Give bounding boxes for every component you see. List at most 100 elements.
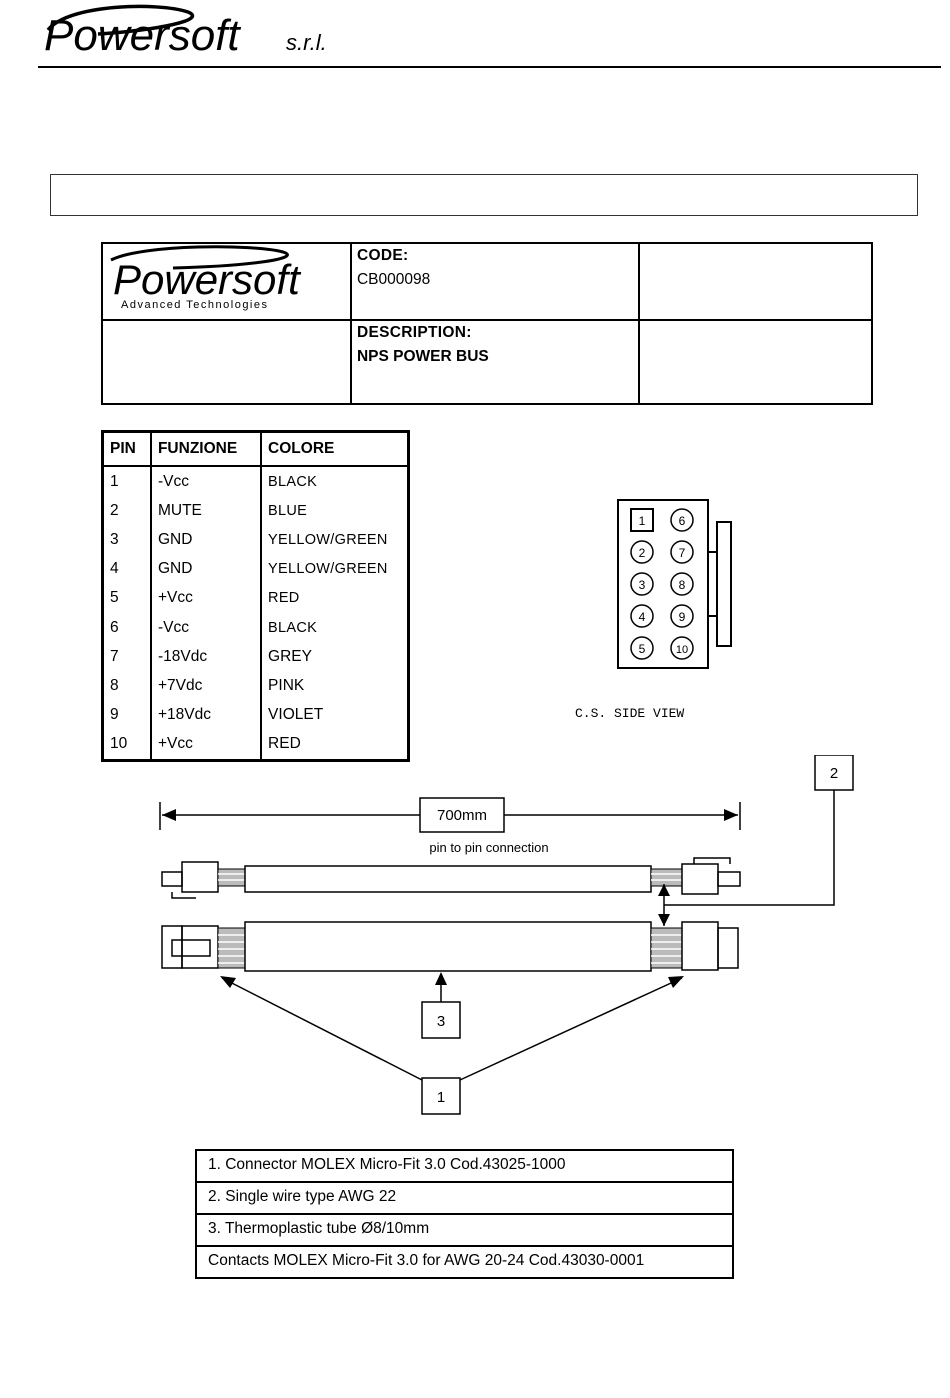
pin-number: 4 (101, 554, 152, 584)
pin-label: 10 (676, 644, 688, 656)
callout-1-label: 1 (437, 1089, 445, 1106)
pin-circle (630, 540, 654, 564)
pin-number: 10 (101, 729, 152, 761)
code-cell: CODE: CB000098 (349, 242, 641, 321)
connection-label: pin to pin connection (429, 840, 548, 855)
description-label: DESCRIPTION: (356, 324, 472, 341)
table-row: 2. Single wire type AWG 22 (195, 1181, 734, 1215)
cable-drawing: 700mm pin to pin connection (159, 755, 854, 1115)
pin-function: +Vcc (149, 729, 263, 761)
pin-color: YELLOW/GREEN (260, 525, 410, 555)
pin-function: -Vcc (149, 466, 263, 497)
pin-label: 8 (679, 578, 686, 592)
pin-circle (630, 604, 654, 628)
pin-color: PINK (260, 671, 410, 701)
pin-circle (670, 636, 694, 660)
pin-1-square (630, 508, 654, 532)
pin-circle (670, 508, 694, 532)
pin-function: GND (149, 525, 263, 555)
pin-number: 6 (101, 612, 152, 643)
pin-number: 1 (101, 466, 152, 497)
code-extra-cell (638, 242, 873, 321)
code-logo-tagline: Advanced Technologies (121, 299, 269, 311)
pin-color: RED (260, 583, 410, 613)
table-row: 3. Thermoplastic tube Ø8/10mm (195, 1213, 734, 1247)
pin-number: 8 (101, 671, 152, 701)
length-label: 700mm (437, 807, 487, 824)
pin-circle (670, 572, 694, 596)
pin-label: 7 (679, 546, 686, 560)
pin-label: 5 (639, 642, 646, 656)
code-logo-cell: Powersoft Advanced Technologies (101, 242, 352, 321)
connector-body (617, 499, 709, 669)
pin-color: VIOLET (260, 700, 410, 730)
code-logo-wordmark: Powersoft (113, 256, 302, 303)
connector-latch (716, 521, 732, 647)
pin-number: 2 (101, 496, 152, 526)
header-rule (38, 66, 941, 68)
pin-color: GREY (260, 642, 410, 672)
pin-header: PIN (101, 430, 152, 467)
parts-item: 2. Single wire type AWG 22 (195, 1181, 734, 1215)
pin-number: 9 (101, 700, 152, 730)
callout-3-label: 3 (437, 1013, 445, 1030)
pin-label: 9 (679, 610, 686, 624)
pin-circle (630, 636, 654, 660)
title-box (50, 174, 918, 216)
pin-label: 2 (639, 546, 646, 560)
code-value: CB000098 (356, 271, 431, 288)
pin-circle (670, 540, 694, 564)
table-row: 1. Connector MOLEX Micro-Fit 3.0 Cod.430… (195, 1149, 734, 1183)
code-table: Powersoft Advanced Technologies CODE: CB… (101, 242, 873, 405)
table-row: Contacts MOLEX Micro-Fit 3.0 for AWG 20-… (195, 1245, 734, 1279)
callout-2-label: 2 (830, 765, 838, 782)
pin-label: 6 (679, 514, 686, 528)
pin-label: 3 (639, 578, 646, 592)
logo-wordmark: Powersoft (44, 11, 241, 60)
powersoft-logo: Powersoft s.r.l. (44, 4, 327, 60)
pin-function: MUTE (149, 496, 263, 526)
parts-item: 1. Connector MOLEX Micro-Fit 3.0 Cod.430… (195, 1149, 734, 1183)
pin-function: GND (149, 554, 263, 584)
desc-empty-cell (101, 319, 352, 405)
length-label-box (419, 797, 505, 833)
parts-item: 3. Thermoplastic tube Ø8/10mm (195, 1213, 734, 1247)
pin-function: +7Vdc (149, 671, 263, 701)
upper-cable (161, 857, 741, 899)
pin-circle (670, 604, 694, 628)
side-view-caption: C.S. SIDE VIEW (575, 706, 685, 721)
pin-label: 4 (639, 610, 646, 624)
pin-label: 1 (639, 514, 646, 528)
pin-number: 5 (101, 583, 152, 613)
pin-function: -18Vdc (149, 642, 263, 672)
pin-function: +18Vdc (149, 700, 263, 730)
pin-function: +Vcc (149, 583, 263, 613)
pin-color: RED (260, 729, 410, 761)
pin-circle (630, 572, 654, 596)
parts-list-table: 1. Connector MOLEX Micro-Fit 3.0 Cod.430… (195, 1149, 734, 1279)
color-header: COLORE (260, 430, 410, 467)
callout-1-box (421, 1077, 461, 1115)
lower-cable (161, 921, 739, 972)
pin-color: BLUE (260, 496, 410, 526)
pin-function: -Vcc (149, 612, 263, 643)
pin-color: YELLOW/GREEN (260, 554, 410, 584)
pin-number: 7 (101, 642, 152, 672)
callout-3-box (421, 1001, 461, 1039)
pin-number: 3 (101, 525, 152, 555)
connector-side-view: 1 2 3 4 5 6 7 8 9 10 (617, 499, 732, 669)
pin-color: BLACK (260, 612, 410, 643)
desc-extra-cell (638, 319, 873, 405)
code-label: CODE: (356, 247, 409, 264)
parts-item: Contacts MOLEX Micro-Fit 3.0 for AWG 20-… (195, 1245, 734, 1279)
